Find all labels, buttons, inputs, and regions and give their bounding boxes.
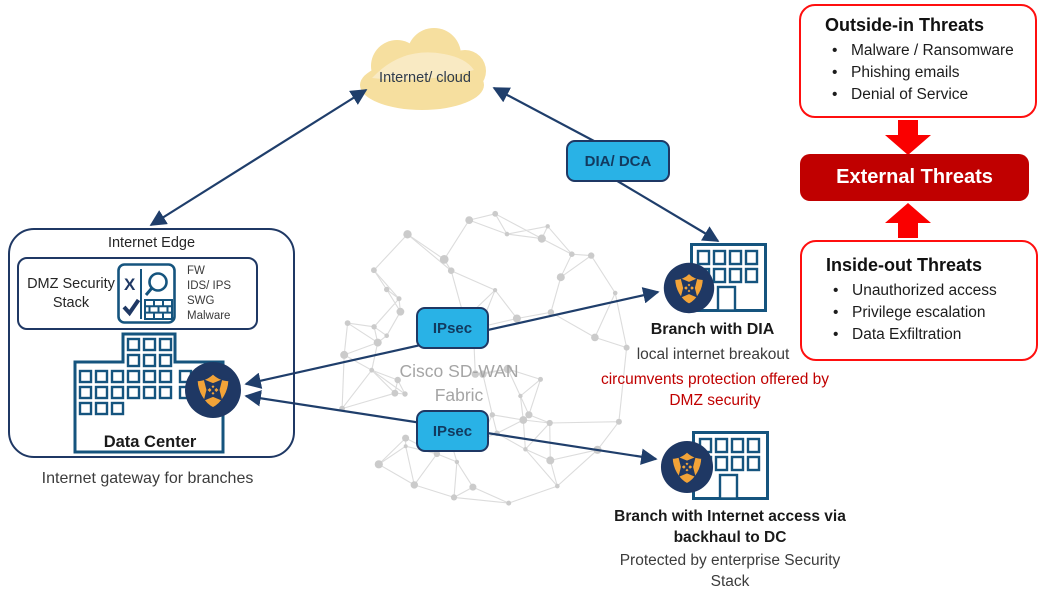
branch-backhaul-subtitle: Protected by enterprise Security Stack: [619, 552, 841, 590]
ipsec-bottom-box: IPsec: [416, 410, 489, 452]
dia-dca-box: DIA/ DCA: [566, 140, 670, 182]
threat-item: Malware / Ransomware: [825, 40, 1025, 62]
dmz-service: SWG: [187, 294, 215, 307]
outside-in-threats-box: Outside-in Threats Malware / Ransomware …: [799, 4, 1037, 118]
arrow-edge-to-cloud: [149, 89, 368, 226]
dmz-service: IDS/ IPS: [187, 279, 232, 292]
threat-item: Phishing emails: [825, 62, 1025, 84]
dmz-service: Malware: [187, 309, 231, 322]
internet-edge-frame: [8, 228, 295, 458]
branch-dia-title: Branch with DIA: [650, 321, 775, 338]
fabric-label: Cisco SD-WAN Fabric: [385, 359, 533, 407]
internet-cloud-icon: [360, 28, 486, 110]
arrow-diadca-to-branch: [613, 178, 720, 242]
branch-backhaul-title: Branch with Internet access via backhaul…: [614, 508, 846, 546]
cloud-label: Internet/ cloud: [379, 70, 471, 86]
firewall-icon: [144, 298, 173, 320]
branch-dia-subtitle: local internet breakout: [636, 346, 790, 363]
branch-dia-warning: circumvents protection offered by DMZ se…: [600, 371, 830, 409]
external-threats-box: External Threats: [800, 154, 1029, 201]
magnifier-icon: [144, 271, 168, 296]
data-center-title: Data Center: [103, 433, 197, 451]
threat-arrow-up-icon: [885, 203, 931, 238]
check-mark-icon: [122, 298, 141, 316]
fabric-label-line1: Cisco SD-WAN: [399, 361, 519, 381]
threat-item: Denial of Service: [825, 84, 1025, 106]
fabric-label-line2: Fabric: [434, 385, 484, 405]
internet-edge-title: Internet Edge: [107, 235, 196, 251]
dmz-label: DMZ Security Stack: [27, 275, 115, 311]
ipsec-top-box: IPsec: [416, 307, 489, 349]
inside-out-title: Inside-out Threats: [826, 255, 983, 275]
dmz-security-stack: DMZ Security Stack X FW IDS/ IPS SWG Mal…: [17, 257, 258, 330]
outside-in-list: Malware / Ransomware Phishing emails Den…: [825, 40, 1025, 106]
dmz-stack-icon: X: [117, 262, 176, 324]
data-center-subtitle: Internet gateway for branches: [41, 470, 254, 487]
outside-in-title: Outside-in Threats: [825, 15, 985, 35]
inside-out-threats-box: Inside-out Threats Unauthorized access P…: [800, 240, 1038, 361]
threat-item: Unauthorized access: [826, 280, 1026, 302]
inside-out-list: Unauthorized access Privilege escalation…: [826, 280, 1026, 346]
dmz-services: FW IDS/ IPS SWG Malware: [177, 264, 250, 324]
threat-item: Data Exfiltration: [826, 324, 1026, 346]
arrow-diadca-to-cloud: [492, 87, 595, 142]
x-mark-icon: X: [124, 275, 136, 294]
threat-arrow-down-icon: [885, 120, 931, 155]
threat-item: Privilege escalation: [826, 302, 1026, 324]
dmz-service: FW: [187, 264, 205, 277]
